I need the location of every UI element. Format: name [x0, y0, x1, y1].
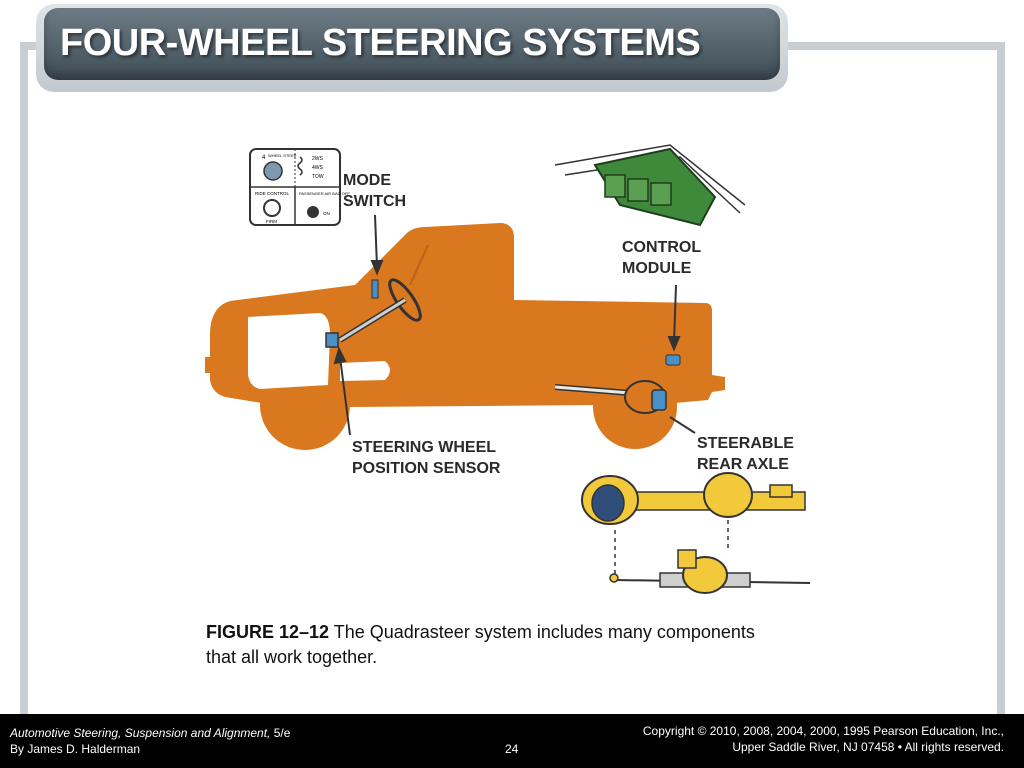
svg-text:4: 4: [262, 155, 266, 161]
control-module-unit: [554, 144, 746, 227]
svg-text:PASSENGER AIR BAG OFF: PASSENGER AIR BAG OFF: [299, 191, 350, 196]
footer-address: Upper Saddle River, NJ 07458 • All right…: [732, 740, 1004, 754]
slide-frame-left: [20, 42, 28, 717]
label-rear-axle-line1: STEERABLE: [697, 435, 794, 452]
truck-diagram: 4 WHEEL STEER 2WS 4WS TOW RIDE CONTROL F…: [205, 144, 811, 594]
label-mode-switch-line1: MODE: [343, 172, 391, 189]
svg-text:2WS: 2WS: [312, 156, 324, 162]
footer-bar: Automotive Steering, Suspension and Alig…: [0, 714, 1024, 768]
label-mode-switch-line2: SWITCH: [343, 193, 407, 210]
body-module-icon: [665, 354, 681, 366]
svg-text:ON: ON: [323, 211, 330, 216]
label-control-module-line2: MODULE: [622, 260, 692, 277]
footer-copyright: Copyright © 2010, 2008, 2004, 2000, 1995…: [642, 724, 1004, 738]
figure-number: FIGURE 12–12: [206, 622, 330, 642]
svg-text:WHEEL STEER: WHEEL STEER: [268, 153, 297, 158]
footer-book-title: Automotive Steering, Suspension and Alig…: [10, 726, 271, 740]
slide-frame-right: [997, 42, 1005, 717]
mode-switch-panel: 4 WHEEL STEER 2WS 4WS TOW RIDE CONTROL F…: [249, 148, 350, 226]
footer-book-line: Automotive Steering, Suspension and Alig…: [10, 726, 290, 740]
svg-text:RIDE CONTROL: RIDE CONTROL: [255, 191, 290, 196]
svg-text:4WS: 4WS: [312, 165, 324, 171]
mode-knob-icon: [263, 161, 283, 181]
rear-axle-assembly: [581, 472, 811, 594]
label-sensor-line2: POSITION SENSOR: [352, 460, 501, 477]
figure-caption: FIGURE 12–12 The Quadrasteer system incl…: [206, 620, 766, 670]
footer-edition: 5/e: [270, 726, 291, 740]
label-rear-axle-line2: REAR AXLE: [697, 456, 789, 473]
quadrasteer-figure: 4 WHEEL STEER 2WS 4WS TOW RIDE CONTROL F…: [200, 135, 830, 605]
footer-author: By James D. Halderman: [10, 742, 141, 756]
label-control-module-line1: CONTROL: [622, 239, 702, 256]
svg-text:TOW: TOW: [312, 174, 324, 180]
steering-wheel-sensor-icon: [325, 332, 339, 348]
svg-text:FIRM: FIRM: [266, 219, 277, 224]
pointer-lines: [333, 214, 696, 436]
figure-caption-text: The Quadrasteer system includes many com…: [206, 622, 755, 667]
label-sensor-line1: STEERING WHEEL: [352, 439, 497, 456]
footer-page-number: 24: [505, 742, 519, 756]
title-banner-inner: [44, 8, 780, 80]
slide-title: FOUR-WHEEL STEERING SYSTEMS: [60, 22, 701, 64]
rear-actuator-icon: [651, 389, 667, 411]
